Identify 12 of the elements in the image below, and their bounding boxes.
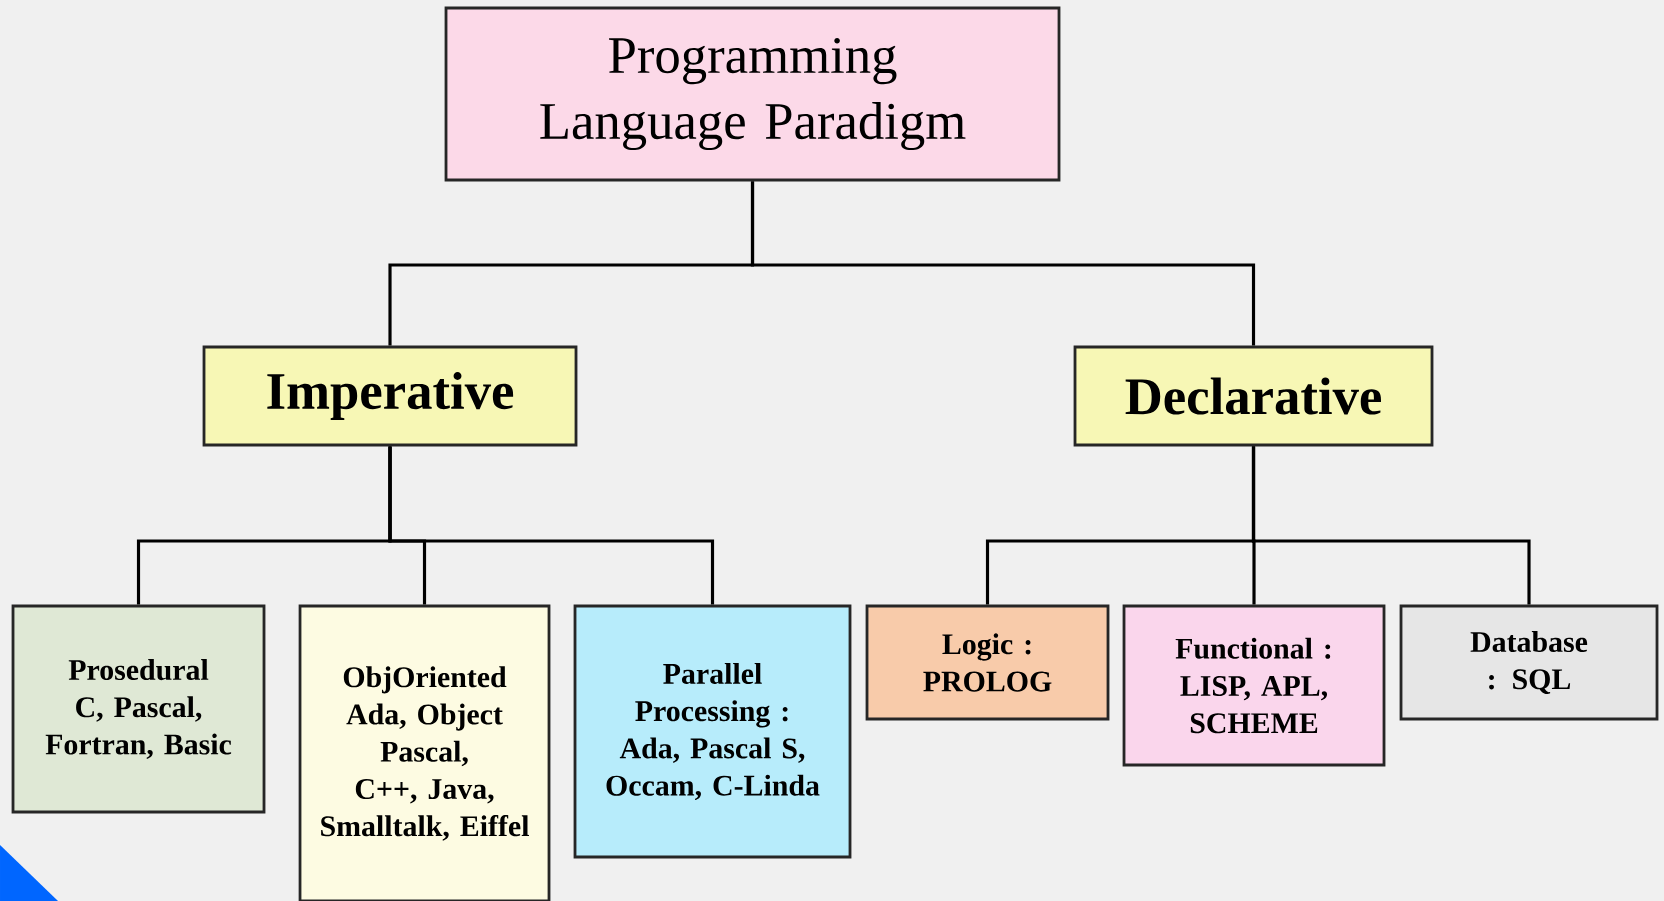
connector-line [1251, 446, 1531, 605]
connector-line [750, 181, 1256, 346]
connector-line [388, 446, 715, 605]
language-box: Prosedural C, Pascal, Fortran, Basic [11, 604, 266, 814]
title-box: Programming Language Paradigm [444, 6, 1061, 182]
category-box: Declarative [1073, 345, 1434, 447]
language-box: Functional : LISP, APL, SCHEME [1122, 604, 1386, 767]
category-box: Imperative [202, 345, 578, 447]
language-box: Logic : PROLOG [865, 604, 1110, 721]
language-box: Database : SQL [1399, 604, 1659, 721]
language-box: Parallel Processing : Ada, Pascal S, Occam, C-Linda [573, 604, 852, 859]
language-box: ObjOriented Ada, Object Pascal, C++, Java, Smalltalk, Eiffel [298, 604, 551, 901]
